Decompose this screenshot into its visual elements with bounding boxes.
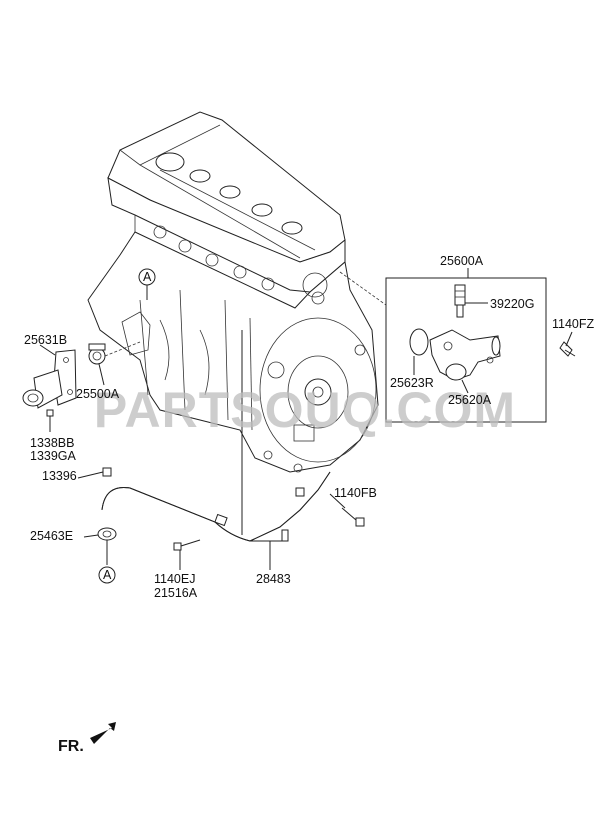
label-25463E: 25463E xyxy=(30,529,73,543)
front-label: FR. xyxy=(58,738,84,755)
ref-circle-bottom xyxy=(98,566,116,584)
label-25600A: 25600A xyxy=(440,254,484,268)
label-39220G: 39220G xyxy=(490,297,534,311)
water-outlet-group xyxy=(339,268,576,423)
label-1339GA: 1339GA xyxy=(30,449,77,463)
bolt-1140FZ[interactable] xyxy=(559,341,576,357)
label-25631B: 25631B xyxy=(24,333,67,347)
thermostat-25500A[interactable] xyxy=(88,343,106,365)
arrow-icon xyxy=(90,722,116,744)
group-frame xyxy=(385,277,547,423)
label-1140FB: 1140FB xyxy=(334,486,377,500)
label-1140EJ: 1140EJ xyxy=(154,572,195,586)
temperature-sensor-39220G[interactable] xyxy=(454,284,466,318)
front-direction-indicator: FR. xyxy=(58,722,116,755)
watermark: PARTSOUQ.COM xyxy=(94,382,516,438)
bolt-1140EJ[interactable] xyxy=(173,539,201,551)
label-25623R: 25623R xyxy=(390,376,434,390)
label-1140FZ: 1140FZ xyxy=(552,317,595,331)
label-21516A: 21516A xyxy=(154,586,198,600)
label-28483: 28483 xyxy=(256,572,291,586)
ref-letter-bottom: A xyxy=(103,568,112,582)
water-pipe-28483[interactable] xyxy=(101,471,331,542)
gasket-ring-25623R[interactable] xyxy=(409,328,429,356)
bolt-1140FB[interactable] xyxy=(341,507,365,527)
label-25620A: 25620A xyxy=(448,393,492,407)
clip-13396[interactable] xyxy=(102,467,112,477)
bolt-1338BB[interactable] xyxy=(46,409,54,432)
o-ring-25463E[interactable] xyxy=(97,527,117,541)
thermostat-cover-25631B[interactable] xyxy=(22,349,77,409)
part-labels: 25600A 39220G 1140FZ 25623R 25620A 25631… xyxy=(24,254,595,600)
label-25500A: 25500A xyxy=(76,387,120,401)
label-13396: 13396 xyxy=(42,469,77,483)
label-1338BB: 1338BB xyxy=(30,436,74,450)
engine-assembly xyxy=(87,111,379,473)
water-outlet-housing-25620A[interactable] xyxy=(429,329,501,381)
ref-letter-top: A xyxy=(143,270,152,284)
